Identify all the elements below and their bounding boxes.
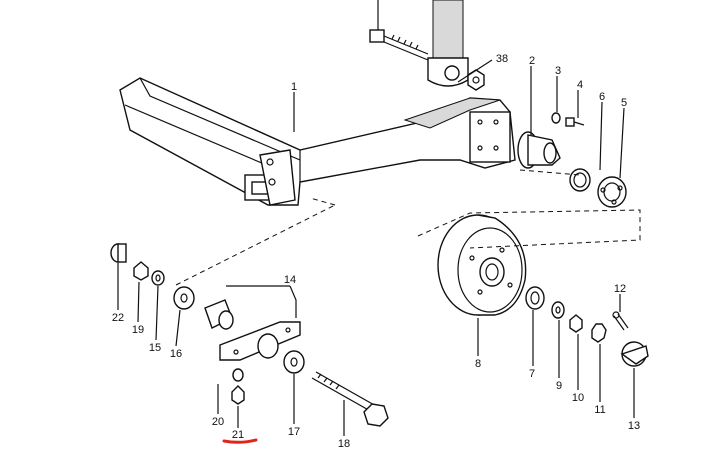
cotter-pin-12 [612,311,629,331]
callout-18: 18 [338,438,350,450]
callout-16: 16 [170,348,182,360]
washer-20 [232,368,244,382]
washer-3 [551,112,561,124]
washer-15 [151,270,165,286]
washer-17 [283,350,305,374]
callout-10: 10 [572,392,584,404]
callout-6: 6 [599,91,605,103]
mounting-bracket [219,321,301,361]
callout-4: 4 [577,79,583,91]
nut-22 [110,243,127,263]
callout-17: 17 [288,426,300,438]
highlight-underline [222,438,258,444]
callout-8: 8 [475,358,481,370]
callout-12: 12 [614,283,626,295]
nut-38 [467,69,485,91]
callout-7: 7 [529,368,535,380]
stub-axle [517,131,561,169]
callout-9: 9 [556,380,562,392]
callout-11: 11 [594,404,605,416]
bolt-4 [565,117,585,127]
bushing-14 [204,299,234,330]
callout-15: 15 [149,342,161,354]
seal-6 [569,168,591,192]
callout-19: 19 [132,324,144,336]
lock-11 [591,323,607,343]
bearing-5 [597,176,627,208]
axle-beam [119,77,516,206]
bearing-7 [525,286,545,310]
grease-cap-13 [620,341,649,367]
callout-13: 13 [628,420,640,432]
washer-16 [173,286,195,310]
callout-labels: 1 2 3 4 5 6 7 8 9 10 11 12 13 14 15 16 1… [112,53,640,450]
callout-3: 3 [555,65,561,77]
assembly-lines [175,169,641,286]
shock-upper-bolt [369,0,429,61]
nut-21 [231,385,245,405]
callout-22: 22 [112,312,124,324]
nut-19 [133,261,149,281]
callout-14: 14 [284,274,296,286]
washer-9 [551,301,565,319]
brake-drum [437,214,527,316]
nut-10 [569,314,583,333]
callout-1: 1 [291,81,297,93]
callout-20: 20 [212,416,224,428]
callout-38: 38 [496,53,508,65]
shock-absorber [427,0,469,87]
leader-lines [117,59,635,436]
bolt-18 [311,371,389,427]
callout-5: 5 [621,97,627,109]
callout-2: 2 [529,55,535,67]
callout-21: 21 [232,429,244,441]
